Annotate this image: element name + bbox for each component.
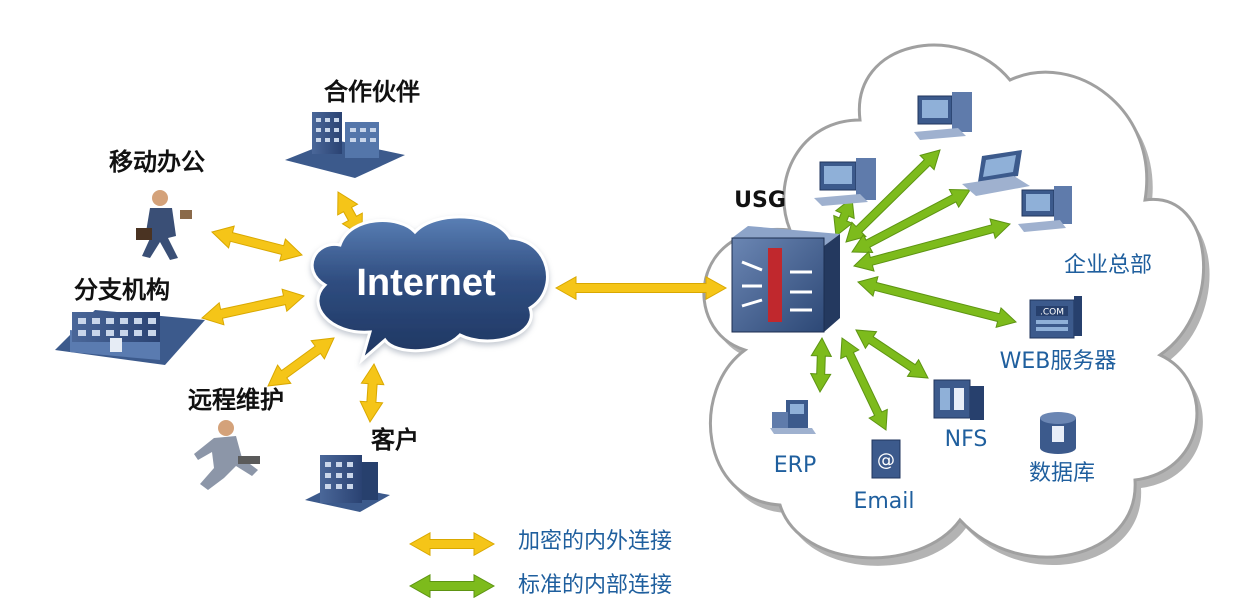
mobile-office-label: 移动办公 bbox=[109, 148, 205, 176]
web-server-label: WEB服务器 bbox=[1000, 349, 1117, 374]
arrow-usg-erp bbox=[809, 336, 833, 394]
arrow-internet-branch bbox=[201, 288, 305, 326]
svg-text:@: @ bbox=[877, 450, 895, 471]
remote-maintenance-label: 远程维护 bbox=[188, 386, 284, 414]
headquarters-label: 企业总部 bbox=[1064, 253, 1152, 278]
arrow-internet-mobile bbox=[211, 225, 303, 262]
legend-encrypted-label: 加密的内外连接 bbox=[518, 529, 672, 554]
internet-cloud: Internet bbox=[310, 215, 549, 365]
internet-label: Internet bbox=[356, 262, 496, 304]
database-label: 数据库 bbox=[1029, 461, 1095, 486]
arrow-internet-remote bbox=[267, 337, 335, 387]
legend-encrypted-arrow-shape bbox=[408, 531, 496, 557]
legend: 加密的内外连接 标准的内部连接 bbox=[408, 529, 672, 598]
arrow-usg-email bbox=[840, 337, 888, 431]
hq-desktop-1 bbox=[914, 92, 972, 140]
nfs-label: NFS bbox=[945, 427, 988, 452]
arrow-usg-nfs bbox=[855, 329, 929, 379]
web-badge: .COM bbox=[1040, 308, 1064, 318]
branch-building bbox=[55, 310, 205, 365]
arrow-usg-hq-desktop2 bbox=[853, 218, 1011, 272]
usg-firewall bbox=[731, 226, 840, 333]
database-icon bbox=[1040, 412, 1076, 454]
erp-server bbox=[770, 400, 816, 434]
legend-encrypted-arrow bbox=[408, 531, 496, 557]
web-server: .COM bbox=[1029, 296, 1082, 339]
mobile-office-person bbox=[136, 190, 192, 260]
customer-building bbox=[305, 455, 390, 512]
usg-desktop bbox=[814, 158, 876, 206]
arrow-internet-customer bbox=[359, 362, 385, 424]
hq-desktop-2 bbox=[1018, 186, 1072, 232]
legend-internal-arrow-shape bbox=[408, 573, 496, 598]
partner-label: 合作伙伴 bbox=[324, 78, 420, 106]
partner-building bbox=[285, 112, 405, 178]
arrow-usg-hq-desktop1 bbox=[845, 149, 941, 243]
remote-maintenance-person bbox=[194, 420, 260, 490]
usg-label: USG bbox=[734, 188, 786, 213]
legend-internal-label: 标准的内部连接 bbox=[518, 573, 672, 598]
arrow-usg-web bbox=[857, 275, 1017, 329]
branch-label: 分支机构 bbox=[74, 276, 170, 304]
legend-internal-arrow bbox=[408, 573, 496, 598]
nfs-server bbox=[933, 379, 984, 420]
email-server: @ bbox=[871, 439, 901, 479]
hq-laptop bbox=[962, 150, 1030, 196]
email-label: Email bbox=[853, 489, 914, 514]
customer-label: 客户 bbox=[371, 426, 419, 454]
erp-label: ERP bbox=[774, 453, 816, 478]
arrow-internet-usg bbox=[554, 275, 728, 301]
internal-connections bbox=[809, 149, 1017, 431]
